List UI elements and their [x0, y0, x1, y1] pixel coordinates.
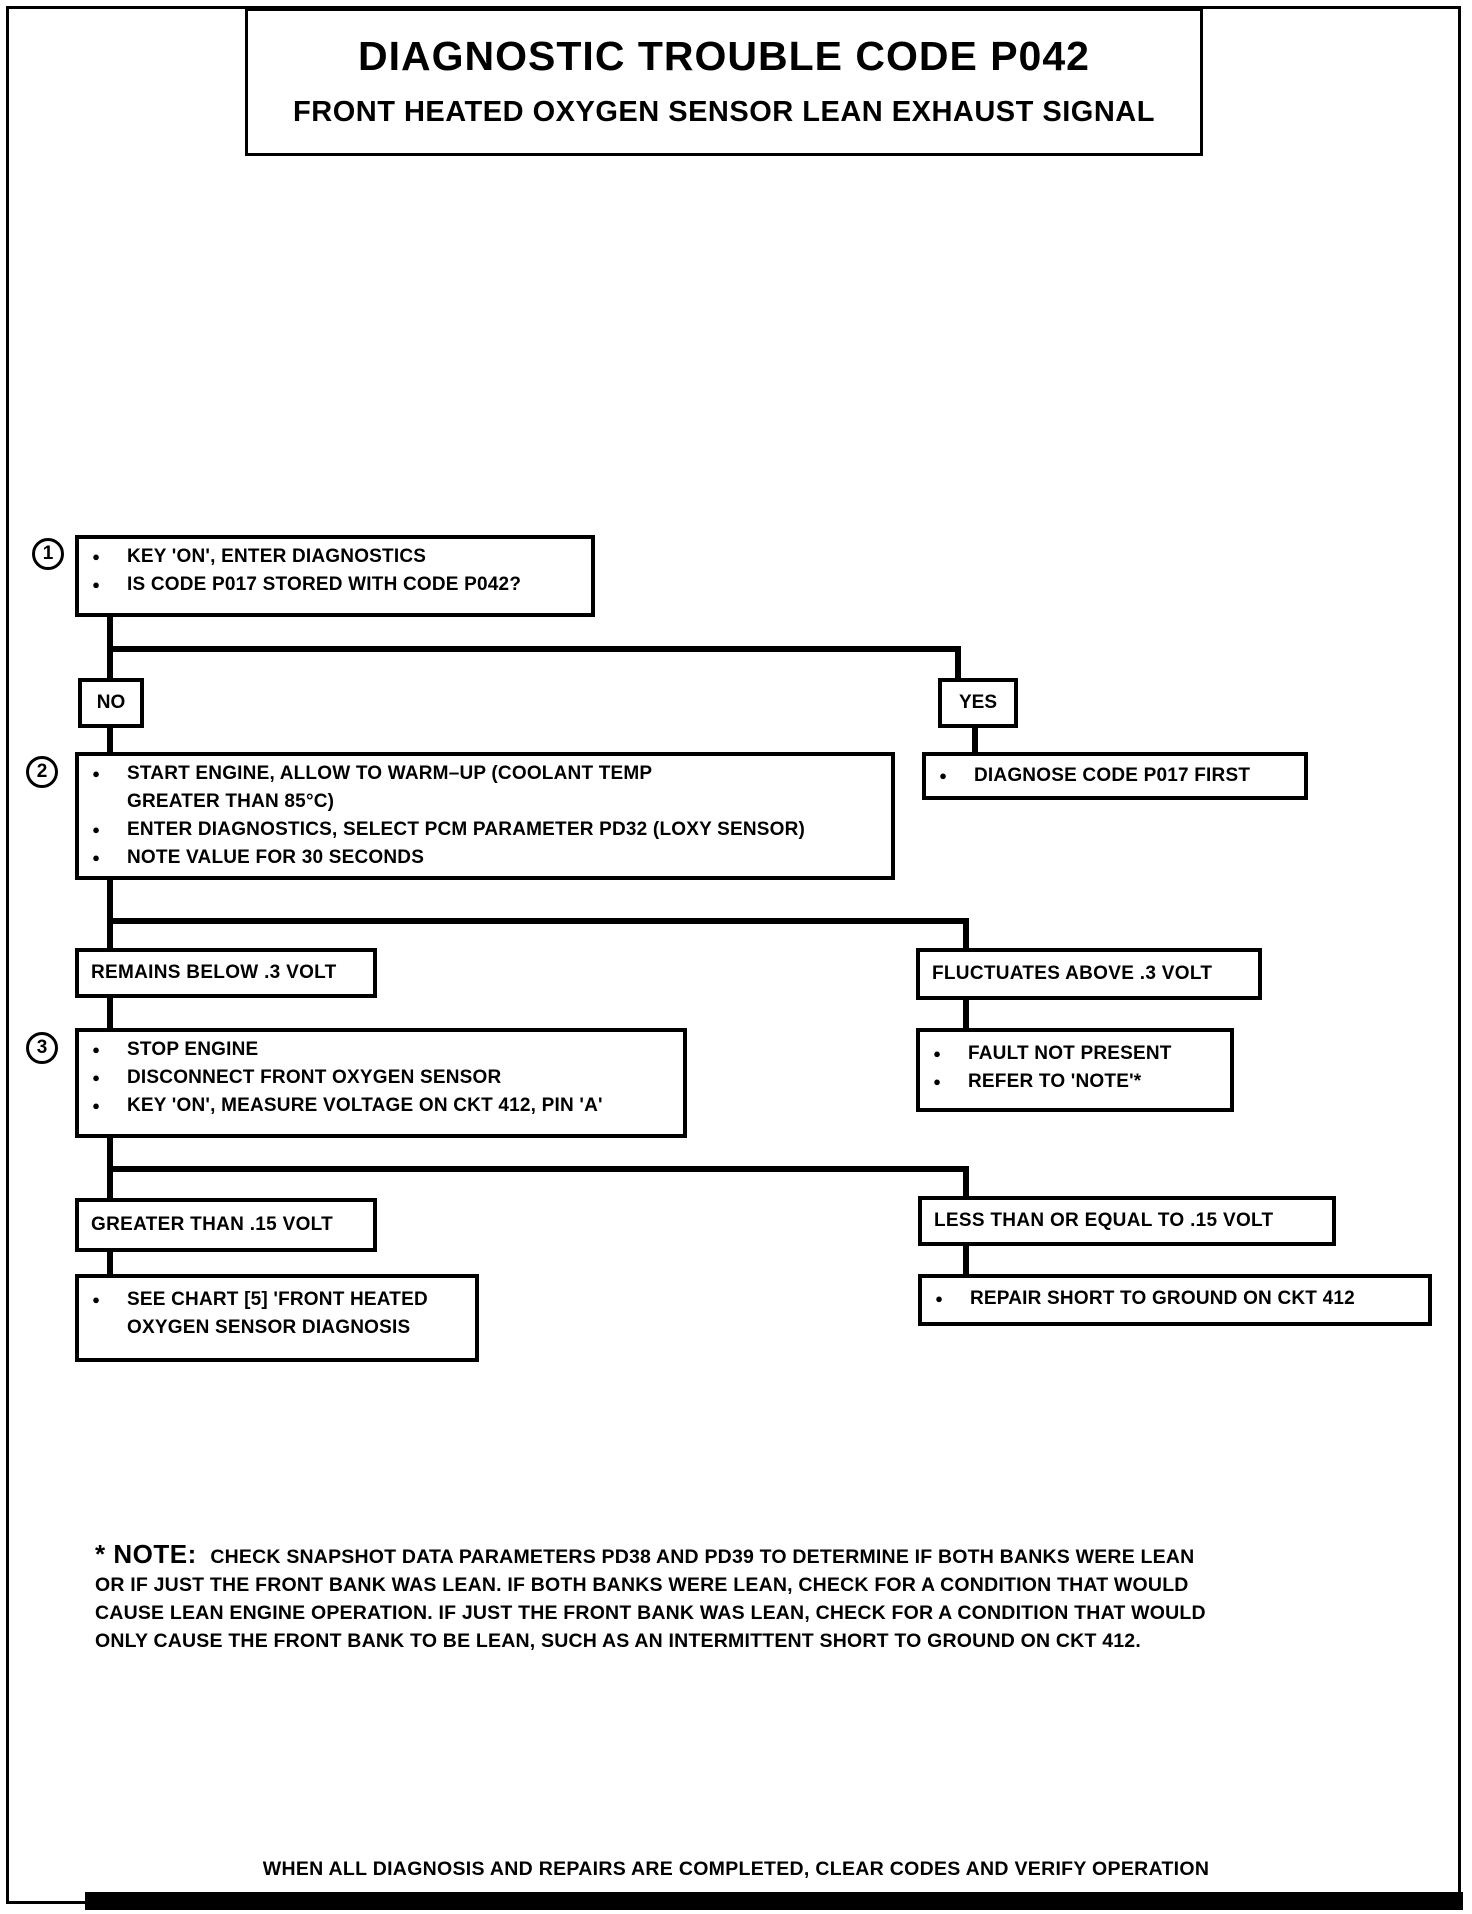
connector-line [107, 918, 969, 924]
note-text: CHECK SNAPSHOT DATA PARAMETERS PD38 AND … [95, 1546, 1206, 1652]
list-item: ● REPAIR SHORT TO GROUND ON CKT 412 [932, 1285, 1418, 1313]
remains-below-box: REMAINS BELOW .3 VOLT [75, 948, 377, 998]
repair-short-label: REPAIR SHORT TO GROUND ON CKT 412 [970, 1288, 1355, 1309]
connector-line [107, 996, 113, 1030]
step-number-3: 3 [26, 1032, 58, 1064]
step-number-2: 2 [26, 756, 58, 788]
step2-bullet-1: START ENGINE, ALLOW TO WARM–UP (COOLANT … [127, 763, 652, 812]
connector-line [963, 918, 969, 950]
step-number-1-label: 1 [42, 543, 54, 564]
bullet-icon: ● [92, 1070, 100, 1085]
bullet-icon: ● [92, 577, 100, 592]
no-label: NO [96, 692, 126, 713]
bullet-icon: ● [92, 766, 100, 781]
repair-short-box: ● REPAIR SHORT TO GROUND ON CKT 412 [918, 1274, 1432, 1326]
fluctuates-above-box: FLUCTUATES ABOVE .3 VOLT [916, 948, 1262, 1000]
bullet-icon: ● [933, 1074, 941, 1089]
bullet-icon: ● [935, 1291, 943, 1306]
bullet-icon: ● [92, 1042, 100, 1057]
footer-instruction: WHEN ALL DIAGNOSIS AND REPAIRS ARE COMPL… [262, 1858, 1210, 1880]
connector-line [963, 1244, 969, 1276]
list-item: ● DISCONNECT FRONT OXYGEN SENSOR [89, 1064, 673, 1092]
step1-bullet-2: IS CODE P017 STORED WITH CODE P042? [127, 574, 522, 595]
yes-branch-box: YES [938, 678, 1018, 728]
fault-bullet-2: REFER TO 'NOTE'* [968, 1071, 1142, 1092]
connector-line [963, 1166, 969, 1198]
remains-below-label: REMAINS BELOW .3 VOLT [91, 962, 337, 983]
step3-bullet-3: KEY 'ON', MEASURE VOLTAGE ON CKT 412, PI… [127, 1095, 603, 1116]
see-chart-box: ● SEE CHART [5] 'FRONT HEATED OXYGEN SEN… [75, 1274, 479, 1362]
less-than-box: LESS THAN OR EQUAL TO .15 VOLT [918, 1196, 1336, 1246]
page-title: DIAGNOSTIC TROUBLE CODE P042 [358, 33, 1090, 79]
list-item: ● IS CODE P017 STORED WITH CODE P042? [89, 571, 581, 599]
connector-line [107, 878, 113, 950]
step2-bullet-2: ENTER DIAGNOSTICS, SELECT PCM PARAMETER … [127, 819, 806, 840]
fault-bullet-1: FAULT NOT PRESENT [968, 1043, 1172, 1064]
note-paragraph: * NOTE: CHECK SNAPSHOT DATA PARAMETERS P… [95, 1540, 1215, 1655]
list-item: ● STOP ENGINE [89, 1036, 673, 1064]
fault-not-present-box: ● FAULT NOT PRESENT ● REFER TO 'NOTE'* [916, 1028, 1234, 1112]
connector-line [955, 646, 961, 682]
bottom-scan-bar [85, 1892, 1463, 1910]
connector-line [107, 1250, 113, 1276]
see-chart-label: SEE CHART [5] 'FRONT HEATED OXYGEN SENSO… [127, 1289, 428, 1338]
less-than-label: LESS THAN OR EQUAL TO .15 VOLT [934, 1210, 1274, 1231]
list-item: ● KEY 'ON', ENTER DIAGNOSTICS [89, 543, 581, 571]
bullet-icon: ● [92, 1292, 100, 1307]
bullet-icon: ● [92, 1098, 100, 1113]
step2-box: ● START ENGINE, ALLOW TO WARM–UP (COOLAN… [75, 752, 895, 880]
bullet-icon: ● [939, 768, 947, 783]
connector-line [107, 646, 961, 652]
list-item: ● KEY 'ON', MEASURE VOLTAGE ON CKT 412, … [89, 1092, 673, 1120]
list-item: ● NOTE VALUE FOR 30 SECONDS [89, 844, 881, 872]
connector-line [963, 998, 969, 1030]
yes-label: YES [958, 692, 998, 713]
step-number-2-label: 2 [36, 761, 48, 782]
page-subtitle: FRONT HEATED OXYGEN SENSOR LEAN EXHAUST … [293, 96, 1155, 128]
bullet-icon: ● [92, 850, 100, 865]
connector-line [107, 726, 113, 754]
note-label: * NOTE: [95, 1539, 197, 1569]
step-number-3-label: 3 [36, 1037, 48, 1058]
list-item: ● FAULT NOT PRESENT [930, 1040, 1220, 1068]
step3-bullet-2: DISCONNECT FRONT OXYGEN SENSOR [127, 1067, 502, 1088]
bullet-icon: ● [92, 822, 100, 837]
greater-than-label: GREATER THAN .15 VOLT [91, 1214, 334, 1235]
no-branch-box: NO [78, 678, 144, 728]
connector-line [107, 1166, 969, 1172]
diagnose-p017-label: DIAGNOSE CODE P017 FIRST [974, 765, 1251, 786]
step-number-1: 1 [32, 538, 64, 570]
list-item: ● SEE CHART [5] 'FRONT HEATED OXYGEN SEN… [89, 1286, 465, 1342]
greater-than-box: GREATER THAN .15 VOLT [75, 1198, 377, 1252]
step3-box: ● STOP ENGINE ● DISCONNECT FRONT OXYGEN … [75, 1028, 687, 1138]
step3-bullet-1: STOP ENGINE [127, 1039, 259, 1060]
list-item: ● DIAGNOSE CODE P017 FIRST [936, 762, 1294, 790]
bullet-icon: ● [92, 549, 100, 564]
step2-bullet-3: NOTE VALUE FOR 30 SECONDS [127, 847, 425, 868]
step1-box: ● KEY 'ON', ENTER DIAGNOSTICS ● IS CODE … [75, 535, 595, 617]
list-item: ● ENTER DIAGNOSTICS, SELECT PCM PARAMETE… [89, 816, 881, 844]
bullet-icon: ● [933, 1046, 941, 1061]
title-box: DIAGNOSTIC TROUBLE CODE P042 FRONT HEATE… [245, 8, 1203, 156]
connector-line [972, 726, 978, 754]
step1-bullet-1: KEY 'ON', ENTER DIAGNOSTICS [127, 546, 427, 567]
list-item: ● START ENGINE, ALLOW TO WARM–UP (COOLAN… [89, 760, 881, 816]
list-item: ● REFER TO 'NOTE'* [930, 1068, 1220, 1096]
fluctuates-above-label: FLUCTUATES ABOVE .3 VOLT [932, 963, 1213, 984]
diagnose-p017-box: ● DIAGNOSE CODE P017 FIRST [922, 752, 1308, 800]
